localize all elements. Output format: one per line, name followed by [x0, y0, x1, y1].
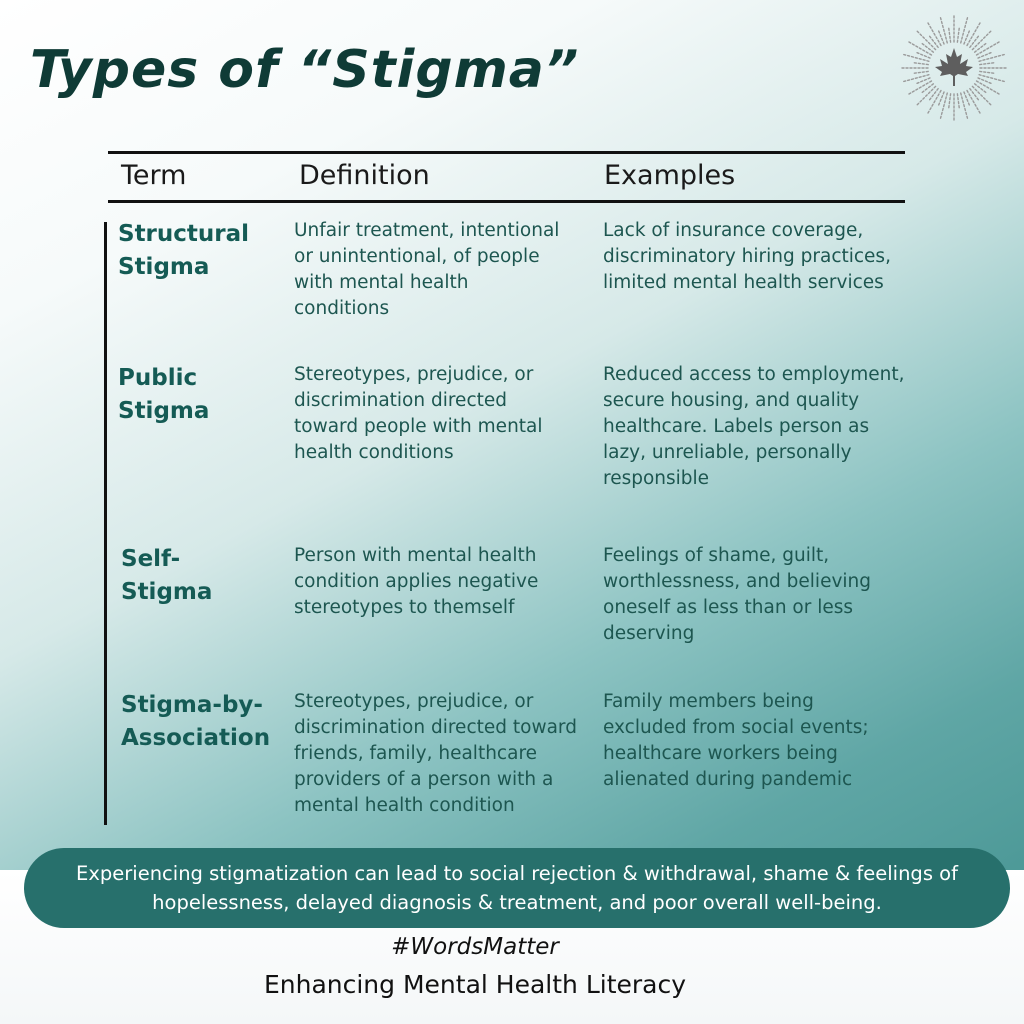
examples-self-stigma: Feelings of shame, guilt, worthlessness,…	[603, 545, 872, 644]
examples-stigma-by-association: Family members being excluded from socia…	[603, 691, 869, 790]
definition-public-stigma: Stereotypes, prejudice, or discriminatio…	[294, 364, 543, 463]
header-term: Term	[121, 160, 187, 191]
table-top-rule	[108, 151, 905, 154]
table-header-rule	[108, 200, 905, 203]
examples-structural-stigma: Lack of insurance coverage, discriminato…	[603, 220, 891, 293]
header-examples: Examples	[604, 160, 736, 191]
term-column-rule	[104, 222, 107, 825]
hashtag: #WordsMatter	[391, 934, 559, 960]
examples-public-stigma: Reduced access to employment, secure hou…	[603, 364, 905, 489]
term-self-stigma: Self- Stigma	[121, 546, 213, 605]
header-definition: Definition	[299, 160, 430, 191]
definition-stigma-by-association: Stereotypes, prejudice, or discriminatio…	[294, 691, 577, 816]
page-title: Types of “Stigma”	[30, 40, 580, 100]
definition-structural-stigma: Unfair treatment, intentional or uninten…	[294, 220, 560, 319]
definition-self-stigma: Person with mental health condition appl…	[294, 545, 539, 618]
term-public-stigma: Public Stigma	[118, 365, 210, 424]
tagline: Enhancing Mental Health Literacy	[263, 970, 687, 999]
term-structural-stigma: Structural Stigma	[118, 221, 250, 280]
callout-banner: Experiencing stigmatization can lead to …	[24, 848, 1010, 928]
callout-text: Experiencing stigmatization can lead to …	[76, 862, 958, 914]
term-stigma-by-association: Stigma-by- Association	[121, 692, 271, 751]
maple-leaf-icon	[901, 15, 1007, 121]
